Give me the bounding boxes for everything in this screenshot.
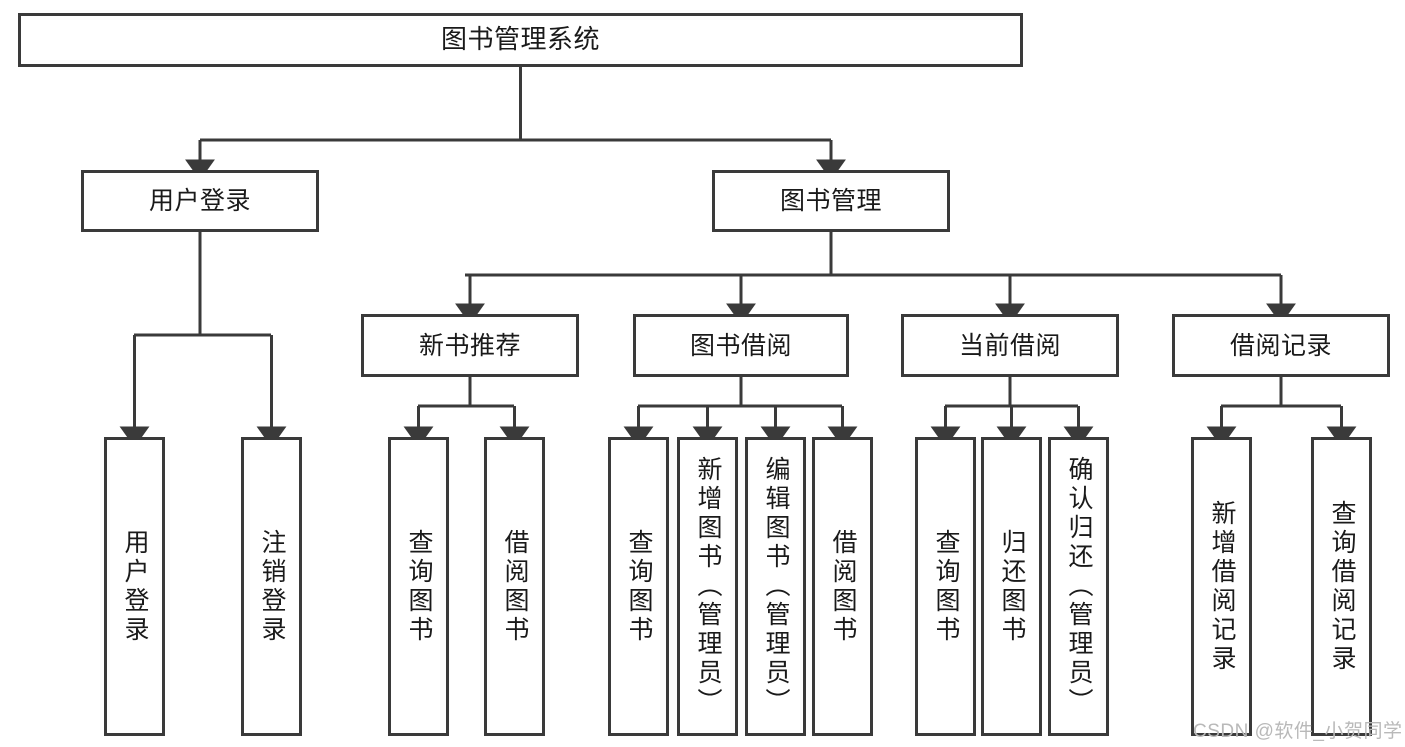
node-label: 当前借阅 xyxy=(958,331,1061,360)
node-current-borrow[interactable]: 当前借阅 xyxy=(901,314,1119,377)
node-label: 用户登录 xyxy=(121,528,149,645)
node-book-borrow[interactable]: 图书借阅 xyxy=(633,314,849,377)
node-leaf-add-book[interactable]: 新增图书（管理员） xyxy=(677,437,738,736)
node-label: 借阅图书 xyxy=(829,528,857,645)
node-leaf-query-book-cur[interactable]: 查询图书 xyxy=(915,437,976,736)
node-root[interactable]: 图书管理系统 xyxy=(18,13,1023,67)
node-leaf-user-logout[interactable]: 注销登录 xyxy=(241,437,302,736)
node-leaf-query-book-rec[interactable]: 查询图书 xyxy=(388,437,449,736)
node-label: 新增图书（管理员） xyxy=(694,456,722,717)
node-leaf-return-book[interactable]: 归还图书 xyxy=(981,437,1042,736)
node-leaf-edit-book[interactable]: 编辑图书（管理员） xyxy=(745,437,806,736)
node-new-book-rec[interactable]: 新书推荐 xyxy=(361,314,579,377)
node-book-manage[interactable]: 图书管理 xyxy=(712,170,950,232)
node-label: 查询图书 xyxy=(625,528,653,645)
watermark-text: CSDN @软件_小贺同学 xyxy=(1193,721,1403,742)
node-label: 查询借阅记录 xyxy=(1328,499,1356,674)
node-label: 注销登录 xyxy=(258,528,286,645)
node-leaf-confirm-return[interactable]: 确认归还（管理员） xyxy=(1048,437,1109,736)
node-label: 查询图书 xyxy=(932,528,960,645)
connector-group xyxy=(119,67,1357,448)
node-borrow-record[interactable]: 借阅记录 xyxy=(1172,314,1390,377)
node-label: 查询图书 xyxy=(405,528,433,645)
node-leaf-query-book[interactable]: 查询图书 xyxy=(608,437,669,736)
node-leaf-borrow-book[interactable]: 借阅图书 xyxy=(812,437,873,736)
node-leaf-add-record[interactable]: 新增借阅记录 xyxy=(1191,437,1252,736)
node-label: 新增借阅记录 xyxy=(1208,499,1236,674)
node-label: 图书借阅 xyxy=(689,331,792,360)
node-leaf-user-login[interactable]: 用户登录 xyxy=(104,437,165,736)
node-label: 借阅记录 xyxy=(1229,331,1332,360)
node-label: 新书推荐 xyxy=(418,331,521,360)
node-label: 编辑图书（管理员） xyxy=(762,456,790,717)
node-label: 图书管理 xyxy=(779,187,882,215)
node-leaf-query-record[interactable]: 查询借阅记录 xyxy=(1311,437,1372,736)
node-label: 图书管理系统 xyxy=(440,24,600,55)
node-label: 用户登录 xyxy=(148,187,251,215)
node-label: 借阅图书 xyxy=(501,528,529,645)
node-label: 归还图书 xyxy=(998,528,1026,645)
node-user-login[interactable]: 用户登录 xyxy=(81,170,319,232)
node-label: 确认归还（管理员） xyxy=(1065,456,1093,717)
node-leaf-borrow-book-rec[interactable]: 借阅图书 xyxy=(484,437,545,736)
